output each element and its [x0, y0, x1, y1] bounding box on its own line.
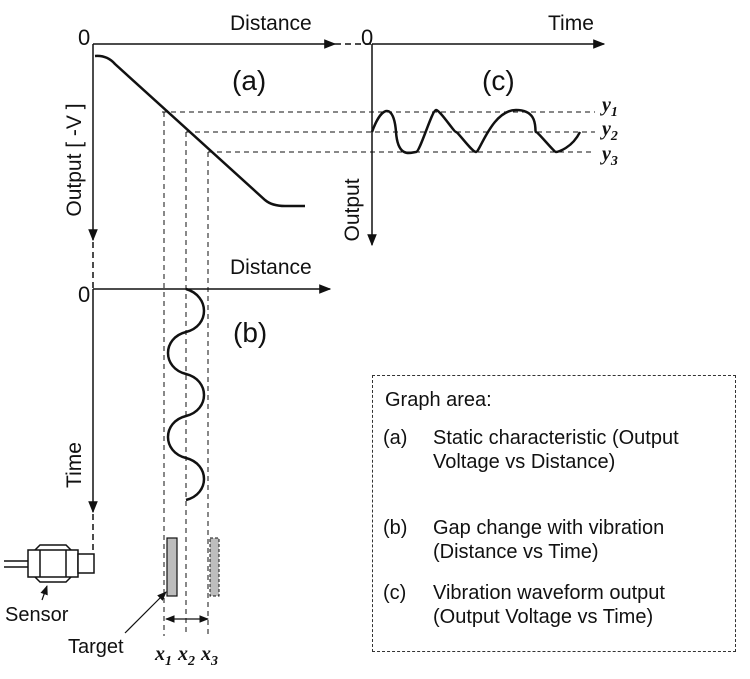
legend-text-a: Static characteristic (Output Voltage vs…	[433, 427, 679, 473]
legend-key-b: (b)	[383, 517, 408, 539]
legend-box: Graph area: (a) Static characteristic (O…	[372, 375, 736, 652]
panel-a-tag: (a)	[232, 65, 266, 96]
y1-label: y1	[600, 94, 618, 120]
legend-item-a: (a) Static characteristic (Output Voltag…	[383, 426, 723, 474]
panel-b-xlabel: Distance	[230, 256, 312, 279]
legend-text-b: Gap change with vibration (Distance vs T…	[433, 517, 665, 563]
target-pointer	[124, 591, 167, 634]
target-label: Target	[68, 636, 124, 658]
target-plate-dashed	[209, 537, 220, 597]
gap-change-curve	[166, 287, 206, 502]
x2-label: x2	[177, 643, 195, 669]
y3-label: y3	[600, 143, 618, 169]
panel-a-xlabel: Distance	[230, 12, 312, 35]
static-characteristic-curve	[94, 54, 305, 208]
legend-item-b: (b) Gap change with vibration (Distance …	[383, 516, 723, 564]
panel-a-ylabel: Output [ -V ]	[63, 103, 86, 216]
legend-text-c: Vibration waveform output (Output Voltag…	[433, 582, 665, 628]
panel-b	[88, 284, 332, 514]
panel-c-tag: (c)	[482, 65, 515, 96]
panel-b-origin: 0	[78, 282, 90, 307]
panel-c	[367, 39, 606, 247]
sensor-label: Sensor	[5, 604, 69, 626]
x3-label: x3	[200, 643, 218, 669]
panel-b-ylabel: Time	[63, 442, 86, 488]
vibration-waveform	[370, 108, 582, 155]
legend-key-c: (c)	[383, 582, 407, 604]
panel-b-tag: (b)	[233, 317, 267, 348]
panel-a	[88, 39, 337, 242]
y-level-lines	[162, 111, 595, 153]
panel-c-ylabel: Output	[341, 178, 364, 241]
legend-key-a: (a)	[383, 427, 408, 449]
x1-label: x1	[154, 643, 172, 669]
legend-item-c: (c) Vibration waveform output (Output Vo…	[383, 581, 723, 629]
sensor-icon	[4, 544, 95, 583]
panel-c-origin: 0	[361, 25, 373, 50]
legend-title: Graph area:	[385, 389, 492, 411]
y2-label: y2	[600, 118, 618, 144]
sensor-pointer	[40, 585, 48, 601]
panel-a-origin: 0	[78, 25, 90, 50]
x-level-lines	[163, 112, 209, 636]
panel-c-xlabel: Time	[548, 12, 594, 35]
target-plate	[166, 537, 178, 597]
